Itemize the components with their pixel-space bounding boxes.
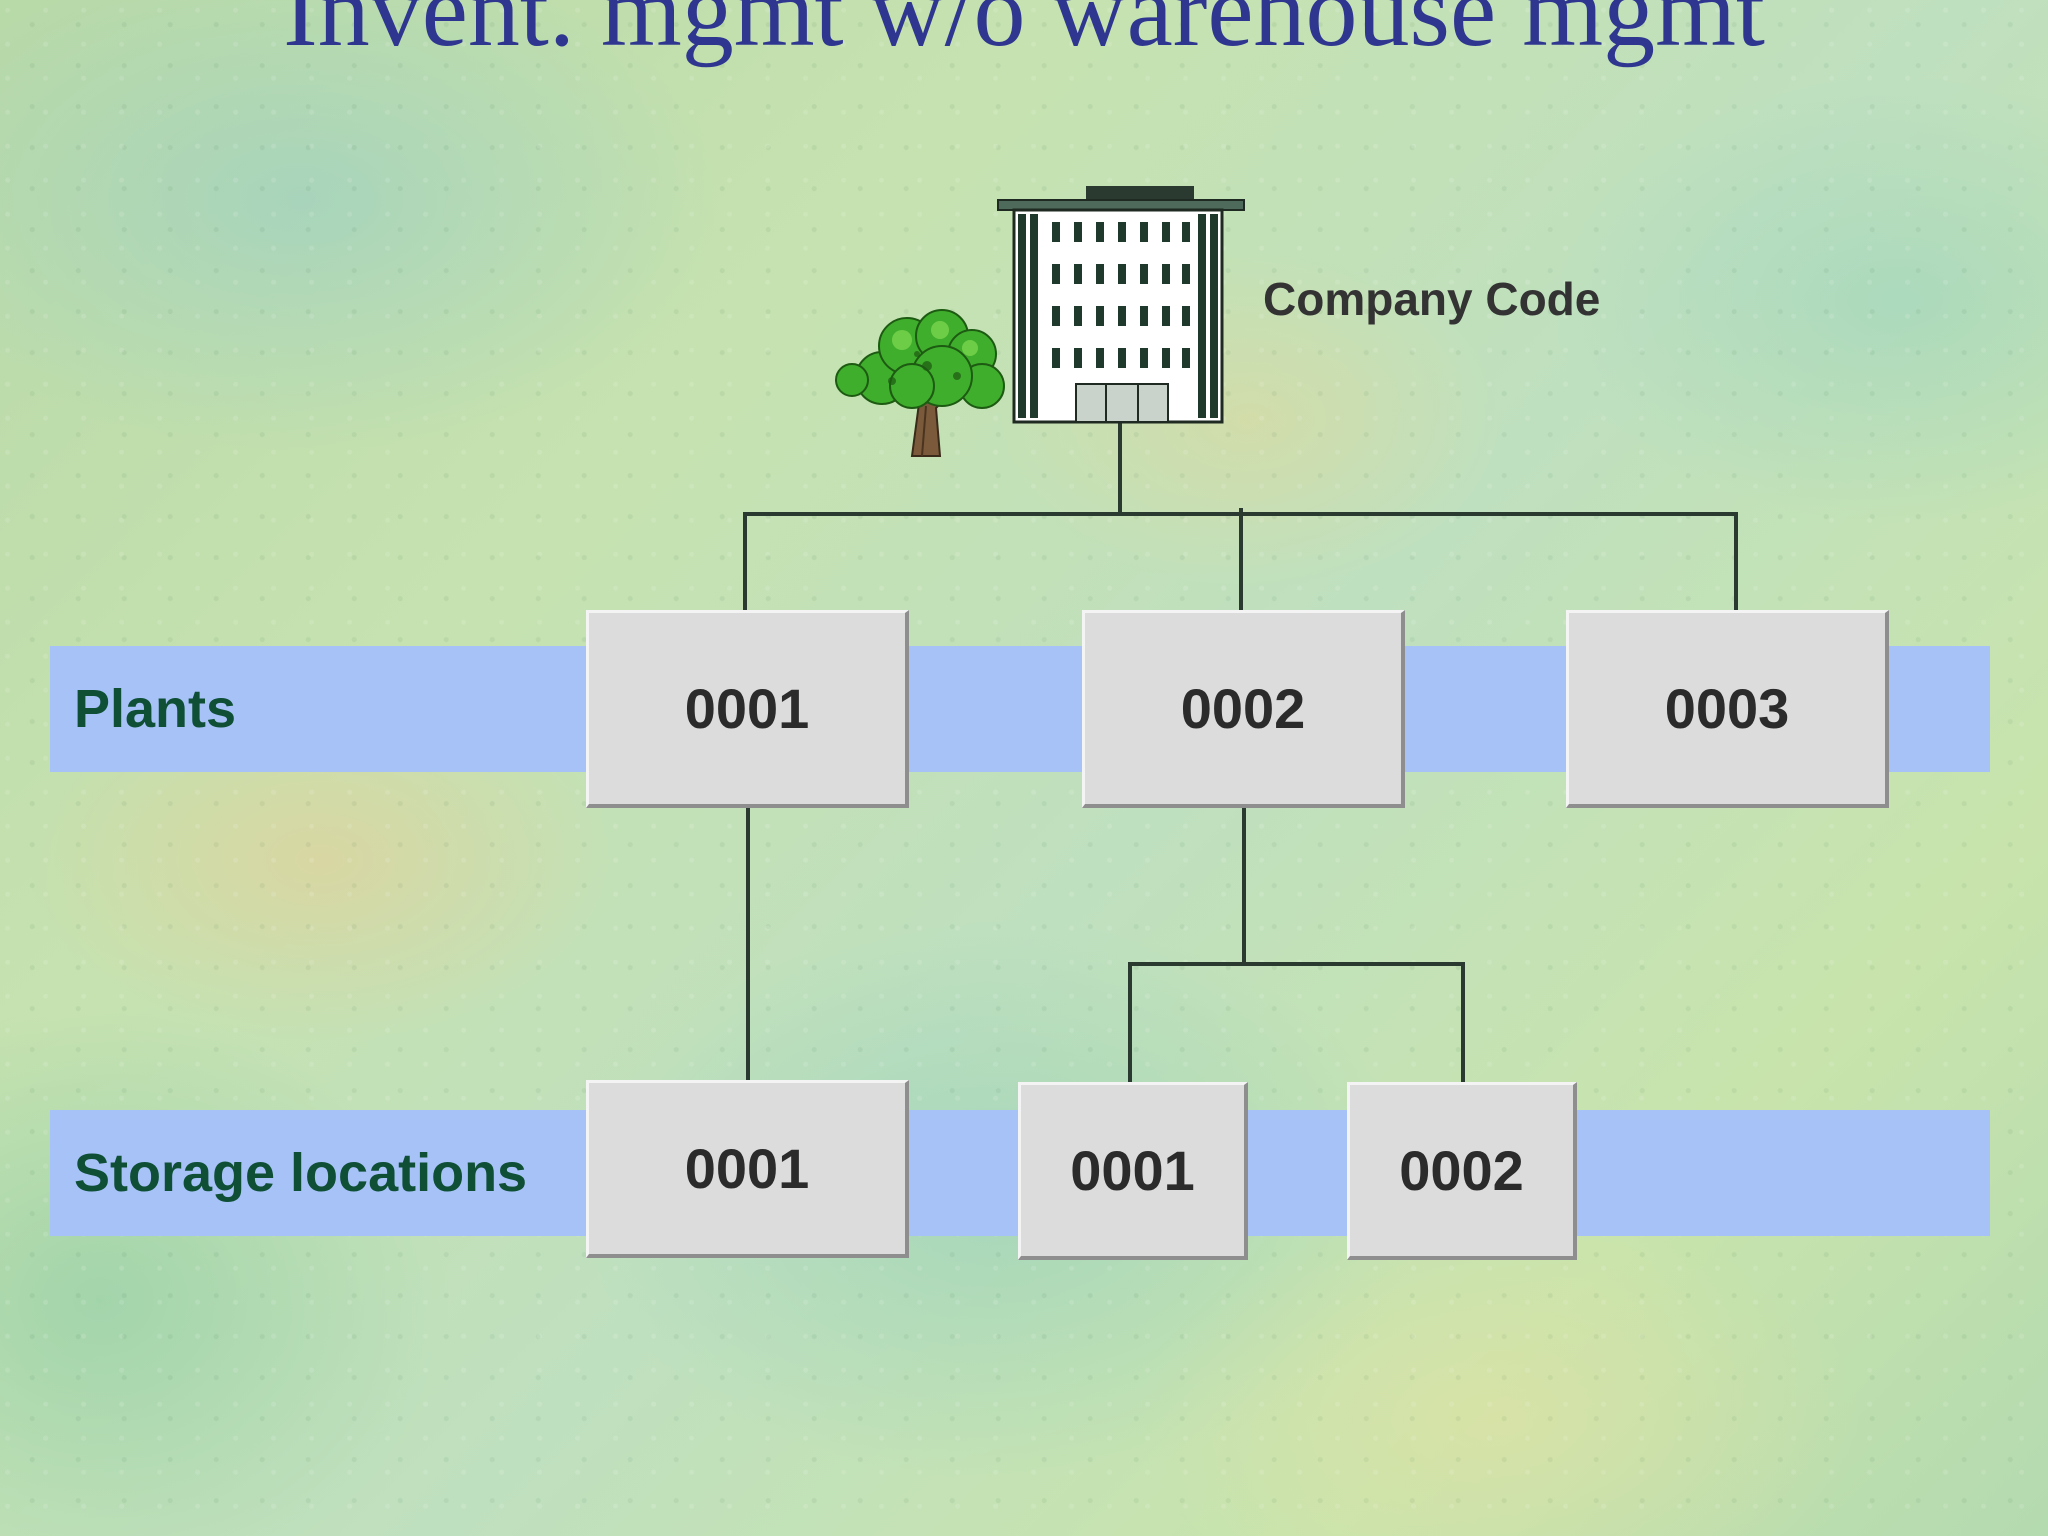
storage-node-0001-plant-0002[interactable]: 0001 — [1018, 1082, 1248, 1260]
company-code-label: Company Code — [1263, 273, 1601, 325]
storage-locations-label: Storage locations — [74, 1143, 528, 1203]
plant-node-0003[interactable]: 0003 — [1566, 610, 1889, 808]
plants-label: Plants — [74, 679, 237, 739]
storage-node-0001-plant-0001[interactable]: 0001 — [586, 1080, 909, 1258]
plant-node-0001[interactable]: 0001 — [586, 610, 909, 808]
storage-node-0002-plant-0002[interactable]: 0002 — [1347, 1082, 1577, 1260]
tree-icon — [835, 309, 1005, 457]
office-building-icon — [997, 186, 1245, 424]
slide-title: Invent. mgmt w/o warehouse mgmt — [283, 0, 1765, 68]
plant-node-0002[interactable]: 0002 — [1082, 610, 1405, 808]
